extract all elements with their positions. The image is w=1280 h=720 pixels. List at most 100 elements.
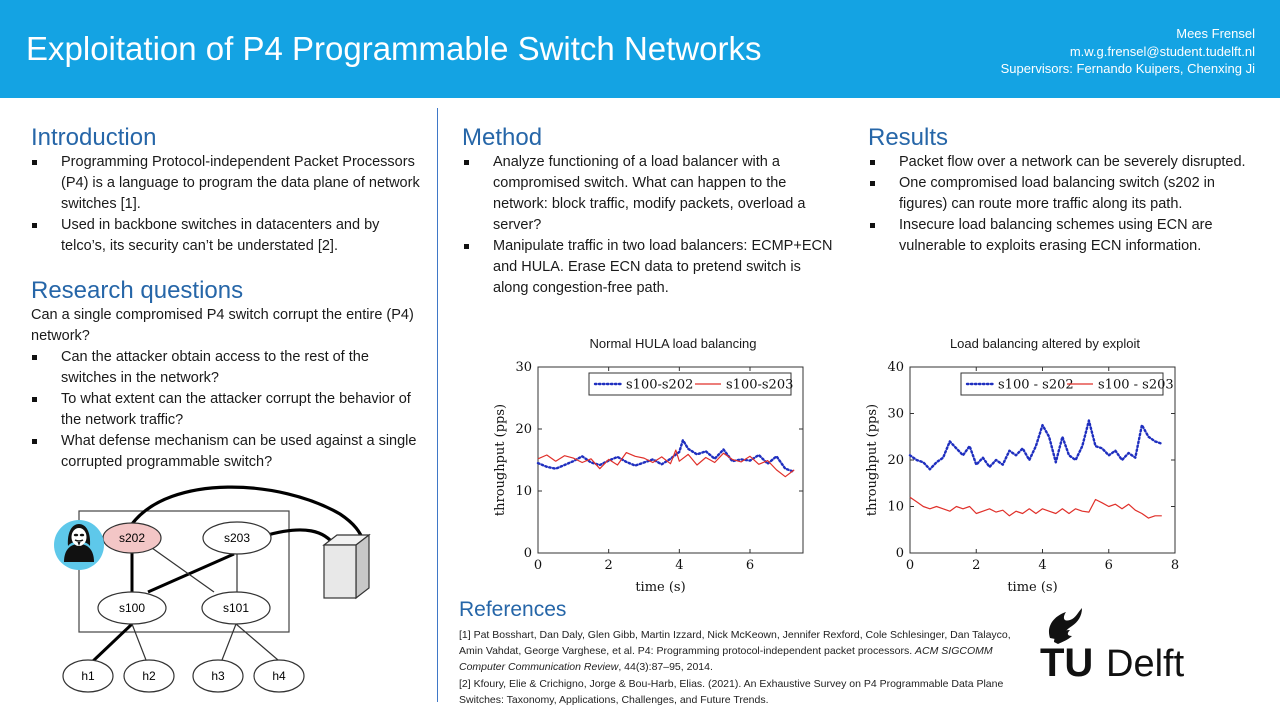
- y-tick-label: 10: [515, 484, 532, 499]
- list-item: Manipulate traffic in two load balancers…: [462, 236, 837, 299]
- reference-2: [2] Kfoury, Elie & Crichigno, Jorge & Bo…: [459, 677, 1004, 706]
- references-heading: References: [459, 598, 567, 621]
- switch-s203-label: s203: [224, 531, 250, 545]
- host-h4: [253, 659, 305, 693]
- x-tick-label: 0: [534, 558, 542, 573]
- header-banner: Exploitation of P4 Programmable Switch N…: [0, 0, 1280, 98]
- column-divider: [437, 108, 438, 702]
- author-email[interactable]: m.w.g.frensel@student.tudelft.nl: [1069, 43, 1255, 59]
- link-s101-h3: [221, 623, 237, 661]
- y-tick-label: 30: [887, 407, 904, 422]
- x-tick-label: 4: [675, 558, 683, 573]
- chart-normal-hula: 0 2 4 6 0 10 20 30 time (s) throughput (pps) s100-…: [493, 360, 804, 595]
- x-tick-label: 2: [972, 558, 980, 573]
- chart-legend: s100 - s202 s100 - s203: [960, 372, 1174, 396]
- switch-s100: [97, 591, 167, 625]
- host-h2-label: h2: [142, 669, 156, 683]
- link-s202-s101: [151, 547, 215, 593]
- link-s100-h1: [90, 622, 134, 664]
- y-tick-label: 20: [887, 453, 904, 468]
- reference-1-details: , 44(3):87–95, 2014.: [618, 661, 713, 674]
- switch-s101-label: s101: [223, 601, 249, 615]
- list-item: Packet flow over a network can be severe…: [868, 152, 1258, 173]
- switch-s202-label: s202: [119, 531, 145, 545]
- research-intro: Can a single compromised P4 switch corru…: [31, 307, 414, 344]
- results-list: Packet flow over a network can be severe…: [868, 152, 1258, 257]
- attacker-icon: [54, 520, 104, 570]
- list-item: Can the attacker obtain access to the re…: [30, 347, 420, 389]
- chart-2-title: Load balancing altered by exploit: [949, 336, 1141, 351]
- references-list: [1] Pat Bosshart, Dan Daly, Glen Gibb, M…: [459, 627, 1019, 708]
- chart-legend: s100-s202 s100-s203: [588, 372, 793, 396]
- link-s101-h4: [235, 623, 279, 661]
- host-h1-label: h1: [81, 669, 95, 683]
- host-h3: [192, 659, 244, 693]
- x-tick-label: 0: [906, 558, 914, 573]
- x-axis-label: time (s): [1007, 580, 1057, 595]
- poster-title: Exploitation of P4 Programmable Switch N…: [26, 30, 762, 67]
- list-item: To what extent can the attacker corrupt …: [30, 389, 420, 431]
- author-block: Mees Frensel m.w.g.frensel@student.tudel…: [1001, 25, 1255, 78]
- network-diagram: s202 s203 s100 s101 h1 h2 h3 h4: [54, 485, 371, 693]
- legend-label-2: s100-s203: [726, 378, 793, 393]
- legend-label-1: s100 - s202: [998, 378, 1074, 393]
- link-s203-s100: [147, 552, 235, 594]
- reference-1: [1] Pat Bosshart, Dan Daly, Glen Gibb, M…: [459, 627, 1019, 676]
- list-item: Analyze functioning of a load balancer w…: [462, 152, 837, 236]
- introduction-heading: Introduction: [31, 124, 157, 151]
- list-item: Programming Protocol-independent Packet …: [30, 152, 420, 215]
- research-list: Can the attacker obtain access to the re…: [30, 347, 420, 473]
- y-axis-label: throughput (pps): [493, 404, 508, 516]
- introduction-list: Programming Protocol-independent Packet …: [30, 152, 420, 257]
- legend-label-1: s100-s202: [626, 378, 693, 393]
- series-line-2: [537, 449, 795, 478]
- legend-box: [960, 372, 1164, 396]
- chart-altered-exploit: 0 2 4 6 8 0 10 20 30 40 time (s) throughput (pps) s1…: [865, 360, 1179, 595]
- series-line-1: [908, 419, 1163, 471]
- host-h3-label: h3: [211, 669, 225, 683]
- y-tick-label: 20: [515, 422, 532, 437]
- link-s202-server: [130, 485, 366, 543]
- x-tick-label: 2: [605, 558, 613, 573]
- x-tick-label: 6: [746, 558, 754, 573]
- list-item: One compromised load balancing switch (s…: [868, 173, 1258, 215]
- logo-tu: TU: [1040, 641, 1093, 685]
- switch-s203: [202, 521, 272, 555]
- network-boundary: [78, 510, 290, 633]
- link-s203-server: [263, 528, 337, 547]
- switch-s100-label: s100: [119, 601, 145, 615]
- flame-icon: [1048, 608, 1082, 644]
- link-s100-h2: [131, 623, 147, 661]
- list-item: What defense mechanism can be used again…: [30, 431, 420, 473]
- y-tick-label: 0: [524, 546, 532, 561]
- x-axis-label: time (s): [635, 580, 685, 595]
- plot-area: [909, 366, 1176, 554]
- series-line-2: [909, 496, 1162, 519]
- supervisors: Supervisors: Fernando Kuipers, Chenxing …: [1000, 61, 1255, 76]
- server-icon: [322, 533, 371, 600]
- y-tick-label: 0: [896, 546, 904, 561]
- y-axis-label: throughput (pps): [865, 404, 880, 516]
- x-tick-label: 6: [1105, 558, 1113, 573]
- legend-box: [588, 372, 792, 396]
- results-heading: Results: [868, 124, 949, 151]
- list-item: Used in backbone switches in datacenters…: [30, 215, 420, 257]
- series-line-1: [536, 438, 796, 474]
- host-h2: [123, 659, 175, 693]
- host-h1: [62, 659, 114, 693]
- logo-delft: Delft: [1106, 643, 1185, 685]
- y-tick-label: 40: [887, 360, 904, 375]
- x-tick-label: 8: [1171, 558, 1179, 573]
- tudelft-logo: TU Delft: [1040, 608, 1185, 685]
- reference-1-authors: [1] Pat Bosshart, Dan Daly, Glen Gibb, M…: [459, 629, 1011, 658]
- method-list: Analyze functioning of a load balancer w…: [462, 152, 837, 299]
- x-tick-label: 4: [1038, 558, 1046, 573]
- y-tick-label: 30: [515, 360, 532, 375]
- host-h4-label: h4: [272, 669, 286, 683]
- research-questions-heading: Research questions: [31, 277, 244, 304]
- legend-label-2: s100 - s203: [1098, 378, 1174, 393]
- y-tick-label: 10: [887, 500, 904, 515]
- switch-s101: [201, 591, 271, 625]
- list-item: Insecure load balancing schemes using EC…: [868, 215, 1258, 257]
- chart-1-title: Normal HULA load balancing: [589, 336, 757, 351]
